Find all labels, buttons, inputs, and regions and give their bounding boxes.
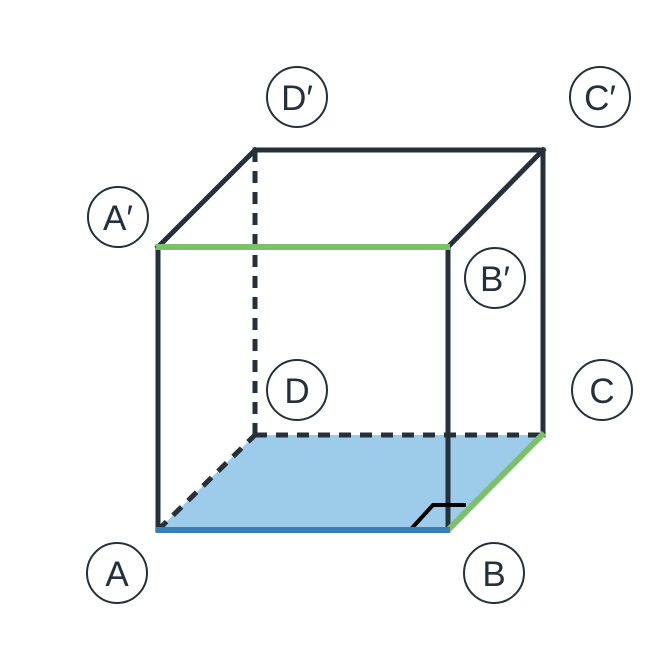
svg-text:B: B [482,555,505,594]
svg-text:D: D [284,372,309,411]
svg-text:D′: D′ [281,79,313,118]
svg-text:A′: A′ [103,199,133,238]
edge-b-prime-c-prime [444,146,547,251]
vertex-label-b-prime: B′ [464,247,526,309]
svg-text:C′: C′ [584,79,616,118]
edge-bc-highlight [445,430,547,533]
vertex-label-c: C [571,359,633,421]
vertex-label-c-prime: C′ [569,66,631,128]
vertex-label-d-prime: D′ [266,66,328,128]
vertex-label-d: D [266,359,328,421]
svg-text:A: A [105,555,129,594]
vertex-label-a: A [86,542,148,604]
edge-a-prime-d-prime [154,146,259,251]
vertex-label-a-prime: A′ [87,186,149,248]
base-face-abcd [158,435,543,530]
edge-ad-hidden [156,433,257,532]
svg-text:C: C [589,372,614,411]
right-angle-mark-b [410,503,466,530]
svg-text:B′: B′ [480,260,510,299]
vertex-label-b: B [463,542,525,604]
